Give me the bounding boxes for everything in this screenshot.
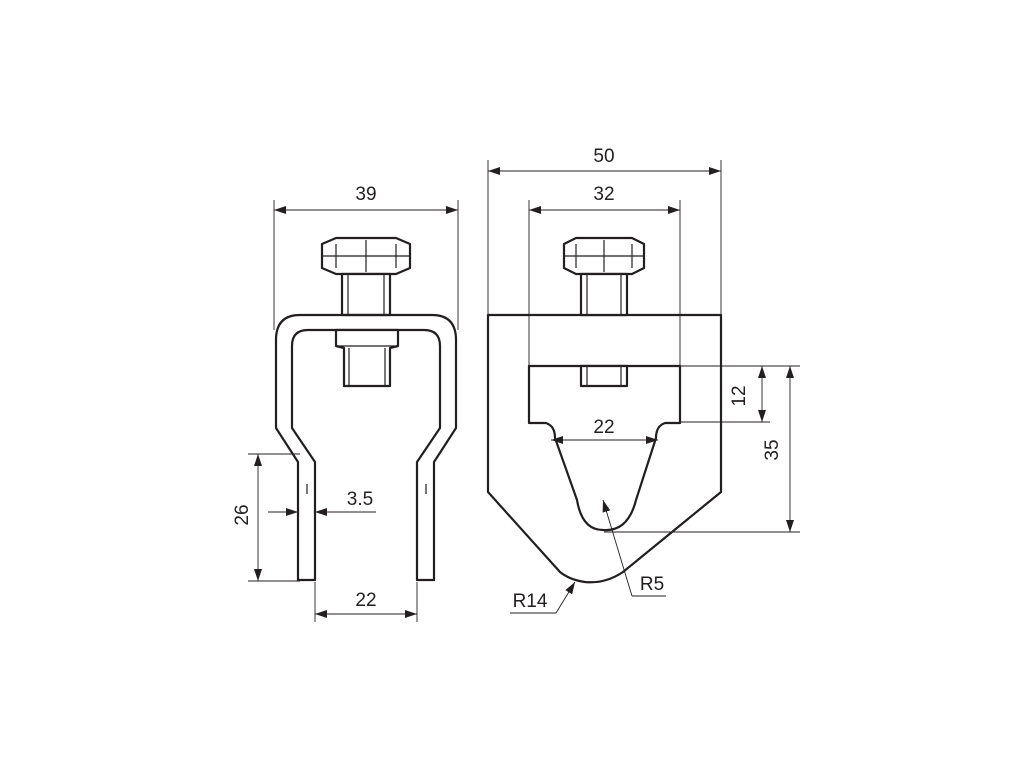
right-bolt-head (562, 236, 646, 276)
right-slot (527, 364, 682, 532)
left-dimensions: 39 26 3.5 22 (232, 184, 459, 622)
left-bolt-shank (340, 272, 392, 317)
left-bolt-thread (334, 328, 400, 388)
left-bracket-outer (274, 313, 458, 582)
dim-r5: R5 (640, 574, 664, 595)
dim-3-5: 3.5 (347, 489, 373, 510)
dim-39: 39 (355, 184, 376, 205)
left-bolt-head (320, 236, 412, 276)
dim-12: 12 (729, 385, 750, 406)
right-bolt-shank (579, 272, 629, 317)
dim-r14: R14 (513, 591, 548, 612)
dim-35: 35 (762, 439, 783, 460)
dim-32: 32 (593, 184, 614, 205)
left-view-clamp (274, 236, 458, 582)
dim-50: 50 (593, 146, 614, 167)
dim-22-right: 22 (593, 417, 614, 438)
right-dimensions: 50 32 12 35 22 R5 R14 (487, 146, 800, 614)
right-bolt-end (579, 364, 629, 388)
right-view-clamp (486, 236, 723, 584)
dim-22-left: 22 (355, 590, 376, 611)
dim-26: 26 (232, 504, 253, 525)
